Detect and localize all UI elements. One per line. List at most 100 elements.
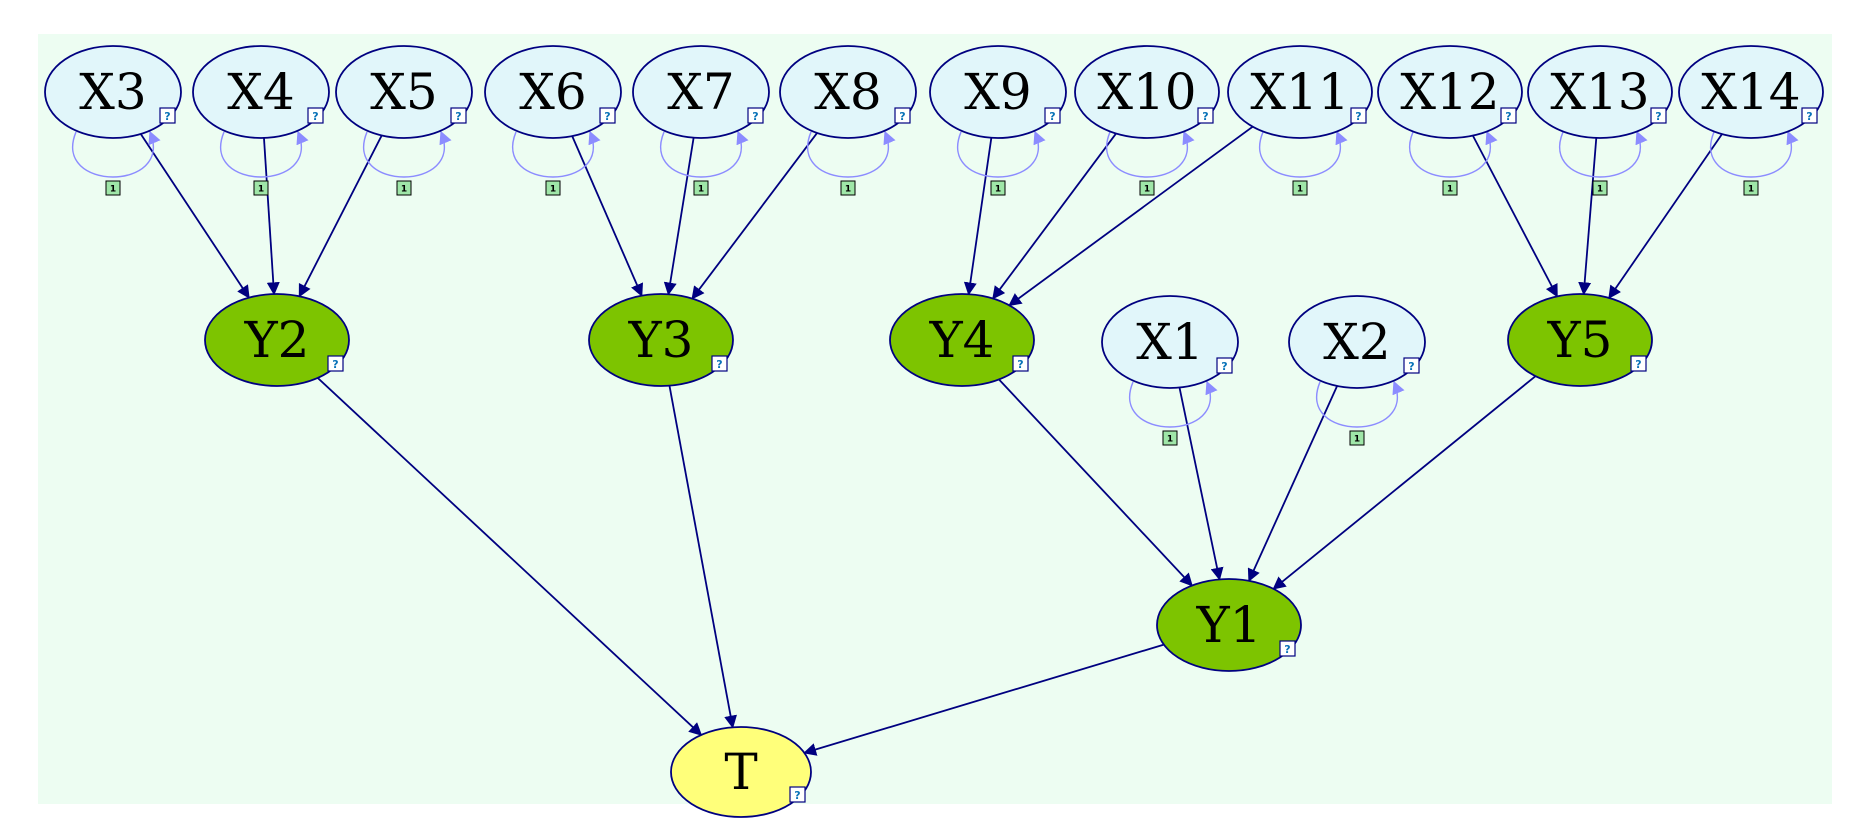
node-x13[interactable]: X13? — [1527, 45, 1673, 139]
loop-badge-x11[interactable] — [1292, 180, 1308, 196]
edge-x9-to-y4 — [963, 137, 993, 296]
edge-x10-to-y4 — [992, 132, 1117, 300]
node-ellipse — [192, 45, 330, 139]
info-badge-x4[interactable] — [307, 107, 324, 124]
node-label: X12 — [1400, 63, 1499, 121]
node-ellipse — [1074, 45, 1220, 139]
diagram-canvas — [38, 34, 1832, 804]
node-ellipse — [1288, 295, 1426, 389]
info-badge-y2[interactable] — [327, 355, 344, 372]
loop-badge-label: 1 — [995, 185, 1001, 195]
loop-badge-x1[interactable] — [1162, 430, 1178, 446]
question-mark-icon: ? — [1017, 358, 1023, 371]
node-ellipse — [1227, 45, 1373, 139]
loop-badge-x4[interactable] — [253, 180, 269, 196]
node-ellipse — [1507, 293, 1653, 387]
node-x3[interactable]: X3? — [44, 45, 182, 139]
node-ellipse — [204, 293, 350, 387]
info-badge-x8[interactable] — [894, 107, 911, 124]
loop-badge-x13[interactable] — [1592, 180, 1608, 196]
node-label: X14 — [1701, 63, 1800, 121]
node-label: X13 — [1550, 63, 1649, 121]
info-badge-x7[interactable] — [747, 107, 764, 124]
self-loop-x1 — [1129, 380, 1218, 428]
info-badge-x12[interactable] — [1500, 107, 1517, 124]
node-ellipse — [889, 293, 1035, 387]
node-y3[interactable]: Y3? — [588, 293, 734, 387]
info-badge-x10[interactable] — [1197, 107, 1214, 124]
node-y1[interactable]: Y1? — [1156, 578, 1302, 672]
loop-badge-x6[interactable] — [545, 180, 561, 196]
loop-badge-x7[interactable] — [693, 180, 709, 196]
question-mark-icon: ? — [164, 110, 170, 123]
node-label: Y3 — [628, 311, 694, 369]
info-badge-t[interactable] — [789, 786, 806, 803]
info-badge-x6[interactable] — [599, 107, 616, 124]
node-x4[interactable]: X4? — [192, 45, 330, 139]
loop-badge-label: 1 — [258, 185, 264, 195]
node-x11[interactable]: X11? — [1227, 45, 1373, 139]
node-label: X9 — [964, 63, 1031, 121]
edge-y4-to-y1 — [998, 378, 1193, 587]
node-y4[interactable]: Y4? — [889, 293, 1035, 387]
edge-y1-to-t — [803, 643, 1165, 756]
question-mark-icon: ? — [899, 110, 905, 123]
info-badge-x13[interactable] — [1650, 107, 1667, 124]
loop-badge-label: 1 — [1748, 185, 1754, 195]
info-badge-y1[interactable] — [1279, 640, 1296, 657]
node-x14[interactable]: X14? — [1678, 45, 1824, 139]
self-loop-x8 — [807, 130, 896, 178]
node-label: X3 — [79, 63, 146, 121]
edge-x13-to-y5 — [1578, 137, 1598, 296]
node-x5[interactable]: X5? — [335, 45, 473, 139]
self-loop-x12 — [1409, 130, 1498, 178]
node-ellipse — [1101, 295, 1239, 389]
info-badge-x5[interactable] — [450, 107, 467, 124]
info-badge-x14[interactable] — [1801, 107, 1818, 124]
edge-x8-to-y3 — [691, 132, 818, 300]
node-x2[interactable]: X2? — [1288, 295, 1426, 389]
edge-x7-to-y3 — [663, 137, 695, 296]
loop-badge-x9[interactable] — [990, 180, 1006, 196]
edge-x3-to-y2 — [140, 133, 250, 299]
node-x9[interactable]: X9? — [929, 45, 1067, 139]
info-badge-x9[interactable] — [1044, 107, 1061, 124]
node-label: X10 — [1097, 63, 1196, 121]
info-badge-y3[interactable] — [711, 355, 728, 372]
info-badge-y4[interactable] — [1012, 355, 1029, 372]
node-label: Y4 — [929, 311, 995, 369]
info-badge-x11[interactable] — [1350, 107, 1367, 124]
node-ellipse — [1527, 45, 1673, 139]
node-label: X5 — [370, 63, 437, 121]
node-x12[interactable]: X12? — [1377, 45, 1523, 139]
info-badge-x1[interactable] — [1216, 357, 1233, 374]
node-x8[interactable]: X8? — [779, 45, 917, 139]
info-badge-x3[interactable] — [159, 107, 176, 124]
info-badge-x2[interactable] — [1403, 357, 1420, 374]
node-x7[interactable]: X7? — [632, 45, 770, 139]
loop-badge-x2[interactable] — [1349, 430, 1365, 446]
loop-badge-x12[interactable] — [1442, 180, 1458, 196]
loop-badge-x8[interactable] — [840, 180, 856, 196]
info-badge-y5[interactable] — [1630, 355, 1647, 372]
question-mark-icon: ? — [1202, 110, 1208, 123]
loop-badge-x10[interactable] — [1139, 180, 1155, 196]
question-mark-icon: ? — [312, 110, 318, 123]
edge-y2-to-t — [317, 377, 703, 736]
loop-badge-x3[interactable] — [105, 180, 121, 196]
loop-badge-label: 1 — [845, 185, 851, 195]
node-x10[interactable]: X10? — [1074, 45, 1220, 139]
node-x6[interactable]: X6? — [484, 45, 622, 139]
self-loop-x5 — [363, 130, 452, 178]
node-ellipse — [1678, 45, 1824, 139]
node-y5[interactable]: Y5? — [1507, 293, 1653, 387]
question-mark-icon: ? — [1635, 358, 1641, 371]
node-x1[interactable]: X1? — [1101, 295, 1239, 389]
node-label: X7 — [667, 63, 734, 121]
node-t[interactable]: T? — [670, 726, 812, 818]
question-mark-icon: ? — [1655, 110, 1661, 123]
loop-badge-x14[interactable] — [1743, 180, 1759, 196]
loop-badge-x5[interactable] — [396, 180, 412, 196]
node-y2[interactable]: Y2? — [204, 293, 350, 387]
